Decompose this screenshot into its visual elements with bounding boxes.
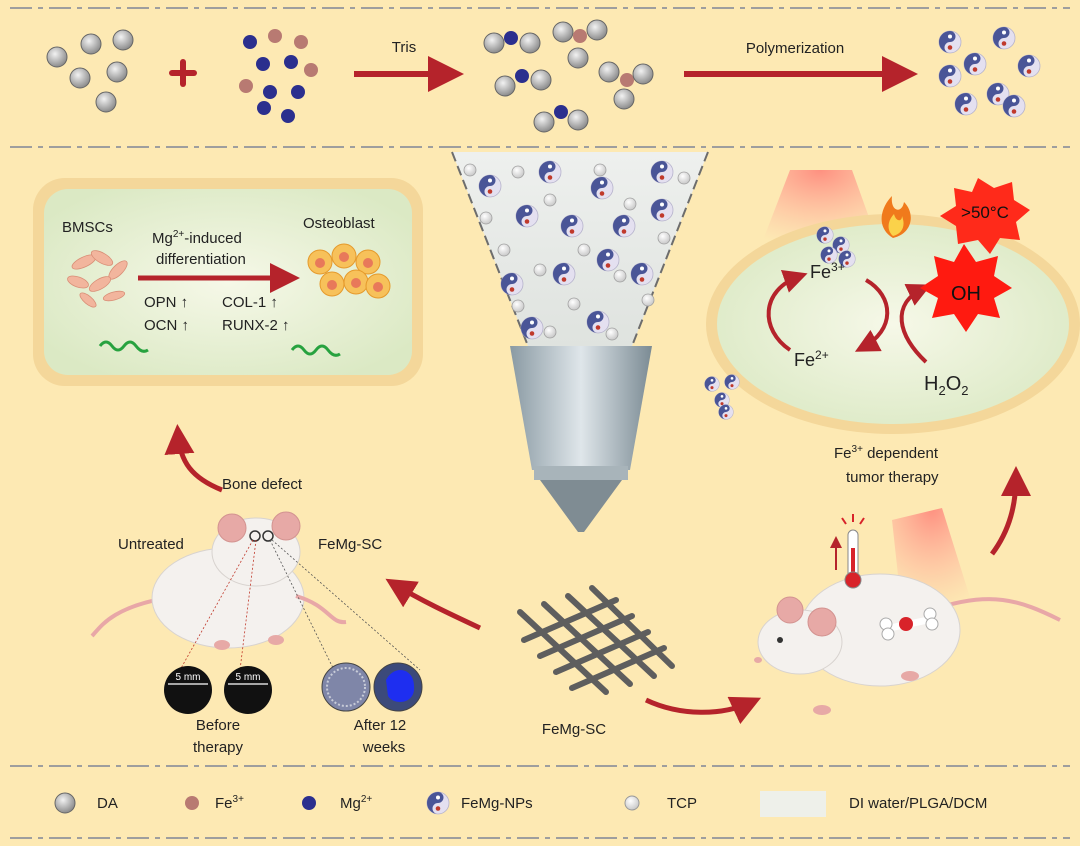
osteoblast-cells [307, 243, 391, 299]
marker-ocn: OCN ↑ [144, 317, 189, 334]
bmscs-label: BMSCs [62, 219, 113, 236]
legend-tcp-label: TCP [667, 795, 697, 812]
chelated-complexes-group [483, 19, 654, 133]
gene-strand-right [290, 344, 341, 357]
mouse-tumor [754, 573, 1061, 715]
before-label-line2: therapy [193, 739, 244, 756]
legend-np-label: FeMg-NPs [461, 795, 533, 812]
thermometer-icon [830, 514, 865, 589]
femg-scaffold [517, 585, 675, 695]
printer-nozzle [451, 151, 709, 532]
bmsc-cells [67, 250, 128, 308]
legend-tcp-swatch [624, 795, 640, 811]
legend-solvent-swatch [760, 791, 826, 817]
legend: DA Fe3+ Mg2+ FeMg-NPs TCP DI water/PLGA/… [54, 791, 987, 817]
h2o2-label: H2O2 [924, 373, 968, 398]
legend-fe-swatch [185, 796, 199, 810]
plus-icon [169, 59, 197, 87]
osteoblast-label: Osteoblast [303, 215, 376, 232]
untreated-label: Untreated [118, 536, 184, 553]
marker-opn: OPN ↑ [144, 294, 188, 311]
after-label-line2: weeks [362, 739, 406, 756]
marker-col1: COL-1 ↑ [222, 294, 278, 311]
hydroxyl-radical-burst: OH [920, 244, 1012, 332]
bone-defect-flow: Bone defect [164, 424, 482, 631]
scaffold-to-tumor-arrow [644, 696, 762, 725]
legend-np-swatch [426, 791, 450, 815]
bone-defect-label: Bone defect [222, 476, 303, 493]
section-dividers [10, 7, 1070, 839]
bone-icon [879, 607, 939, 641]
before-therapy-ct: 5 mm 5 mm Before therapy [164, 666, 272, 756]
legend-mg-label: Mg2+ [340, 794, 372, 812]
tcp-particles [463, 163, 691, 341]
scale-label-1: 5 mm [176, 672, 201, 683]
gene-strand-left [98, 340, 149, 353]
legend-fe-label: Fe3+ [215, 794, 244, 812]
da-monomers-group [46, 29, 134, 113]
metal-ions-group [239, 29, 318, 123]
legend-solvent-label: DI water/PLGA/DCM [849, 795, 987, 812]
legend-da-swatch [54, 792, 76, 814]
femg-nanoparticles-group [938, 26, 1041, 118]
legend-da-label: DA [97, 795, 118, 812]
temperature-burst: >50°C [940, 178, 1030, 254]
flame-icon [881, 196, 911, 238]
scaffold-label: FeMg-SC [542, 721, 606, 738]
tumor-caption-line2: tumor therapy [846, 469, 939, 486]
released-nanoparticles [704, 374, 740, 420]
polymerization-label: Polymerization [746, 40, 844, 57]
tris-arrow: Tris [354, 39, 464, 92]
marker-runx2: RUNX-2 ↑ [222, 317, 290, 334]
legend-mg-swatch [302, 796, 316, 810]
differentiation-label: differentiation [156, 251, 246, 268]
mouse-to-therapy-arrow [989, 466, 1031, 556]
mouse-untreated [90, 511, 421, 671]
tris-label: Tris [392, 39, 416, 56]
femg-sc-mouse-label: FeMg-SC [318, 536, 382, 553]
after-label-line1: After 12 [354, 717, 407, 734]
oh-label: OH [951, 283, 981, 305]
polymerization-arrow: Polymerization [684, 40, 918, 92]
before-label-line1: Before [196, 717, 240, 734]
tumor-caption-line1: Fe3+ dependent [834, 444, 939, 462]
fe3-label: Fe3+ [810, 260, 845, 282]
tumor-therapy-panel: >50°C Fe3+ Fe2+ OH H2O2 Fe3+ dependent t… [704, 170, 1080, 486]
temperature-label: >50°C [961, 203, 1009, 222]
scale-label-2: 5 mm [236, 672, 261, 683]
after-therapy-ct: After 12 weeks [321, 662, 423, 756]
mg-induced-label: Mg2+-induced [152, 229, 242, 247]
bone-regeneration-panel: BMSCs Osteoblast Mg2+-induced differenti… [33, 178, 423, 386]
fe2-label: Fe2+ [794, 348, 829, 370]
